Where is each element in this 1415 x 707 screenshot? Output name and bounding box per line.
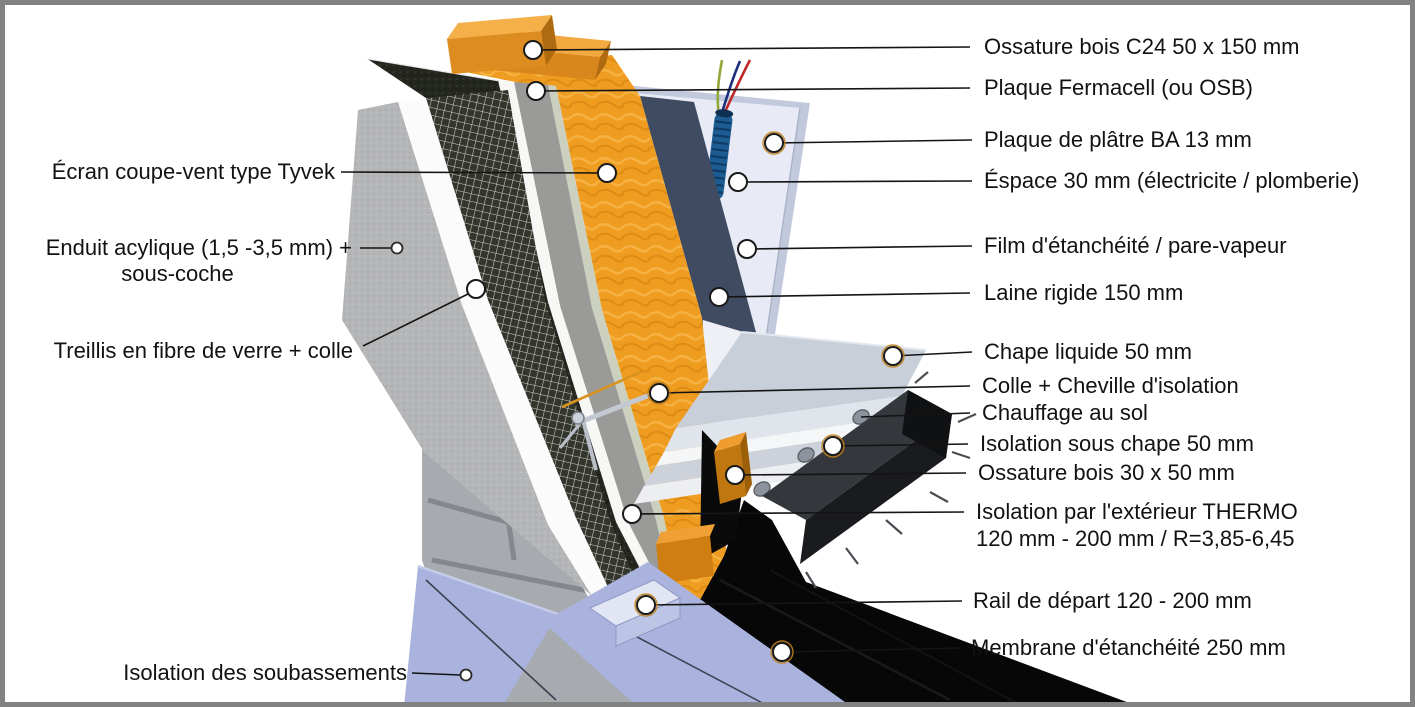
callout-dots (390, 40, 905, 682)
label-enduit-acrylique: Enduit acylique (1,5 -3,5 mm) + (45, 235, 352, 260)
label-isolation-exterieur-thermo: Isolation par l'extérieur THERMO 120 mm … (976, 498, 1298, 552)
label-treillis-fibre-verre: Treillis en fibre de verre + colle (53, 338, 353, 363)
label-isolation-soubassements: Isolation des soubassements (123, 660, 407, 685)
label-membrane-etancheite: Membrane d'étanchéité 250 mm (971, 635, 1286, 660)
bottom-plate-batten (656, 524, 715, 584)
label-isolation-sous-chape: Isolation sous chape 50 mm (980, 431, 1254, 456)
label-espace-30mm: Éspace 30 mm (électricite / plomberie) (984, 168, 1360, 193)
label-chauffage-sol: Chauffage au sol (982, 400, 1148, 425)
label-colle-cheville: Colle + Cheville d'isolation (982, 373, 1239, 398)
label-isolation-exterieur-line2: 120 mm - 200 mm / R=3,85-6,45 (976, 526, 1295, 551)
under-screed-insulation-beam (762, 371, 977, 589)
render-white-edge-band (398, 98, 614, 604)
top-wood-studs (447, 15, 611, 80)
label-ossature-bois-30x50: Ossature bois 30 x 50 mm (978, 460, 1235, 485)
sheathing-green-strip (548, 85, 676, 580)
label-isolation-exterieur-line1: Isolation par l'extérieur THERMO (976, 499, 1298, 524)
fermacell-board-layer (514, 82, 670, 584)
label-ossature-bois-c24: Ossature bois C24 50 x 150 mm (984, 34, 1300, 59)
label-film-etancheite: Film d'étanchéité / pare-vapeur (984, 233, 1287, 258)
small-callout-circles (390, 241, 473, 682)
vapor-barrier-film-layer (640, 96, 757, 376)
label-rail-depart: Rail de départ 120 - 200 mm (973, 588, 1252, 613)
label-ecran-coupe-vent: Écran coupe-vent type Tyvek (51, 159, 335, 184)
label-chape-liquide: Chape liquide 50 mm (984, 339, 1192, 364)
acrylic-render-layer (342, 102, 592, 596)
label-laine-rigide: Laine rigide 150 mm (984, 280, 1184, 305)
anchor-ticks (805, 371, 977, 589)
foundation-insulation-back-panel (404, 564, 559, 707)
label-plaque-platre: Plaque de plâtre BA 13 mm (984, 127, 1252, 152)
leader-lines (340, 46, 973, 676)
insulation-anchor (558, 369, 656, 471)
label-sous-coche: sous-coche (121, 261, 234, 286)
windbreak-film-layer (498, 80, 660, 588)
fiberglass-mesh-overlay (426, 90, 640, 602)
label-plaque-fermacell: Plaque Fermacell (ou OSB) (984, 75, 1253, 100)
